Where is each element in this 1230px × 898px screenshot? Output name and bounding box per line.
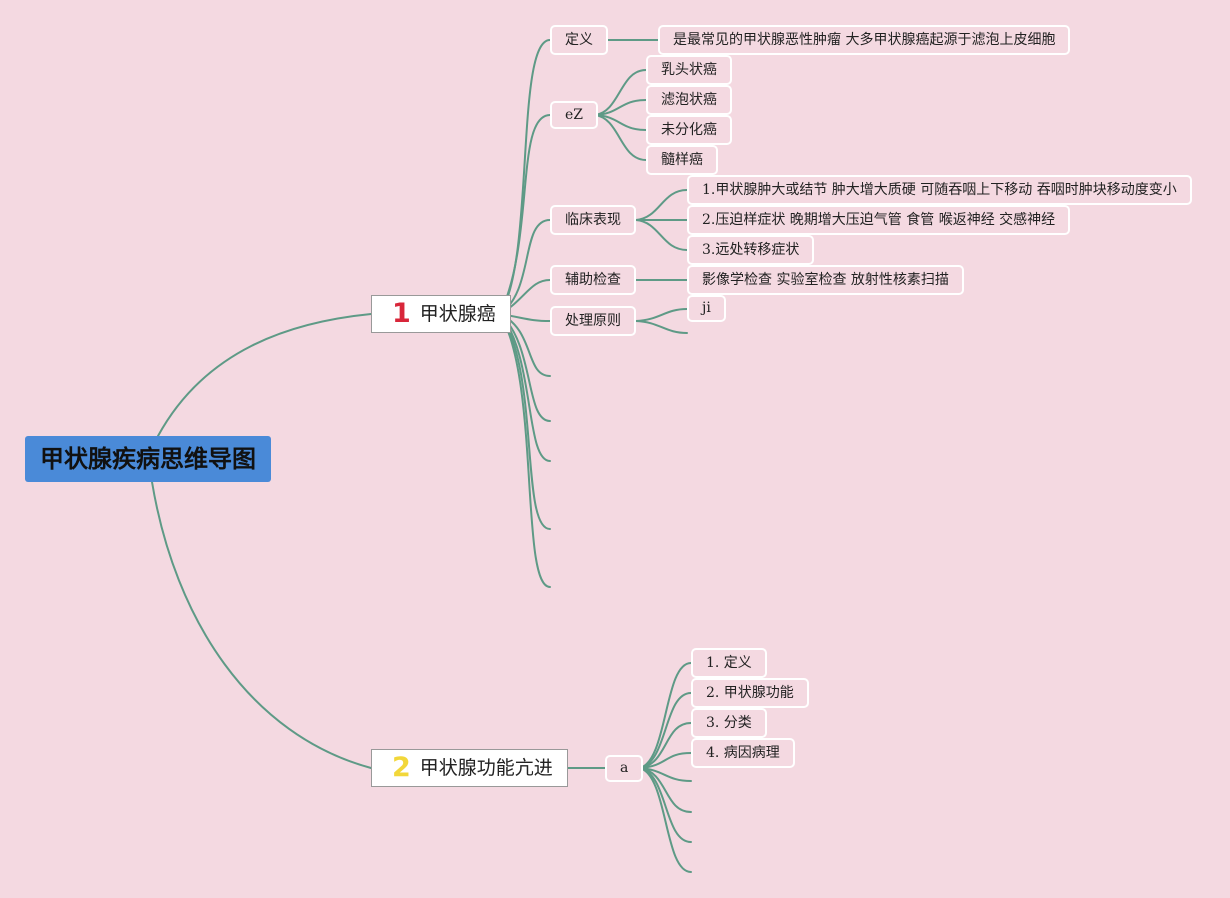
topic-hyperthyroidism[interactable]: 2 甲状腺功能亢进 xyxy=(371,749,568,787)
edge-a-leaf-3 xyxy=(639,722,692,769)
leaf-hyper-function[interactable]: 2. 甲状腺功能 xyxy=(691,678,809,708)
edge-type-leaf-2 xyxy=(594,99,647,116)
subtopic-definition[interactable]: 定义 xyxy=(550,25,608,55)
leaf-clinical-1[interactable]: 1.甲状腺肿大或结节 肿大增大质硬 可随吞咽上下移动 吞咽时肿块移动度变小 xyxy=(687,175,1192,205)
leaf-hyper-etiology[interactable]: 4. 病因病理 xyxy=(691,738,795,768)
branch-number-1: 1 xyxy=(392,298,411,329)
edge-root-branch-2 xyxy=(151,481,372,769)
leaf-anaplastic[interactable]: 未分化癌 xyxy=(646,115,732,145)
edge-type-leaf-4 xyxy=(594,114,647,161)
leaf-clinical-2[interactable]: 2.压迫样症状 晚期增大压迫气管 食管 喉返神经 交感神经 xyxy=(687,205,1071,235)
subtopic-treatment[interactable]: 处理原则 xyxy=(550,306,636,336)
edge-a-leaf-2 xyxy=(639,692,692,769)
edge-clinical-leaf-1 xyxy=(635,189,688,221)
branch-number-2: 2 xyxy=(392,752,411,783)
edge-a-empty-4 xyxy=(639,767,692,873)
edge-treat-empty xyxy=(635,320,688,334)
topic-label: 甲状腺癌 xyxy=(419,303,496,325)
edge-a-empty-3 xyxy=(639,767,692,843)
leaf-treatment[interactable]: ji xyxy=(687,295,726,322)
edge-root-branch-1 xyxy=(157,313,372,437)
leaf-clinical-3[interactable]: 3.远处转移症状 xyxy=(687,235,815,265)
edge-treat-leaf xyxy=(635,308,688,322)
subtopic-types[interactable]: eZ xyxy=(550,101,599,129)
leaf-definition-text[interactable]: 是最常见的甲状腺恶性肿瘤 大多甲状腺癌起源于滤泡上皮细胞 xyxy=(658,25,1071,55)
edge-b1-empty-5 xyxy=(499,313,551,588)
edge-a-empty-2 xyxy=(639,767,692,813)
leaf-hyper-definition[interactable]: 1. 定义 xyxy=(691,648,767,678)
edge-b1-empty-4 xyxy=(499,313,551,530)
edge-type-leaf-3 xyxy=(594,114,647,131)
edge-clinical-leaf-3 xyxy=(635,219,688,251)
subtopic-clinical[interactable]: 临床表现 xyxy=(550,205,636,235)
subtopic-exams[interactable]: 辅助检查 xyxy=(550,265,636,295)
edge-b1-empty-3 xyxy=(499,313,551,462)
edge-b1-type xyxy=(499,114,551,315)
leaf-exams[interactable]: 影像学检查 实验室检查 放射性核素扫描 xyxy=(687,265,964,295)
root-topic[interactable]: 甲状腺疾病思维导图 xyxy=(25,436,271,482)
topic-thyroid-cancer[interactable]: 1 甲状腺癌 xyxy=(371,295,511,333)
edge-a-leaf-4 xyxy=(639,752,692,769)
edge-type-leaf-1 xyxy=(594,69,647,116)
leaf-hyper-classification[interactable]: 3. 分类 xyxy=(691,708,767,738)
leaf-follicular[interactable]: 滤泡状癌 xyxy=(646,85,732,115)
leaf-papillary[interactable]: 乳头状癌 xyxy=(646,55,732,85)
edge-a-leaf-1 xyxy=(639,662,692,769)
leaf-medullary[interactable]: 髓样癌 xyxy=(646,145,718,175)
topic-label: 甲状腺功能亢进 xyxy=(419,757,553,779)
subtopic-a[interactable]: a xyxy=(605,755,644,782)
